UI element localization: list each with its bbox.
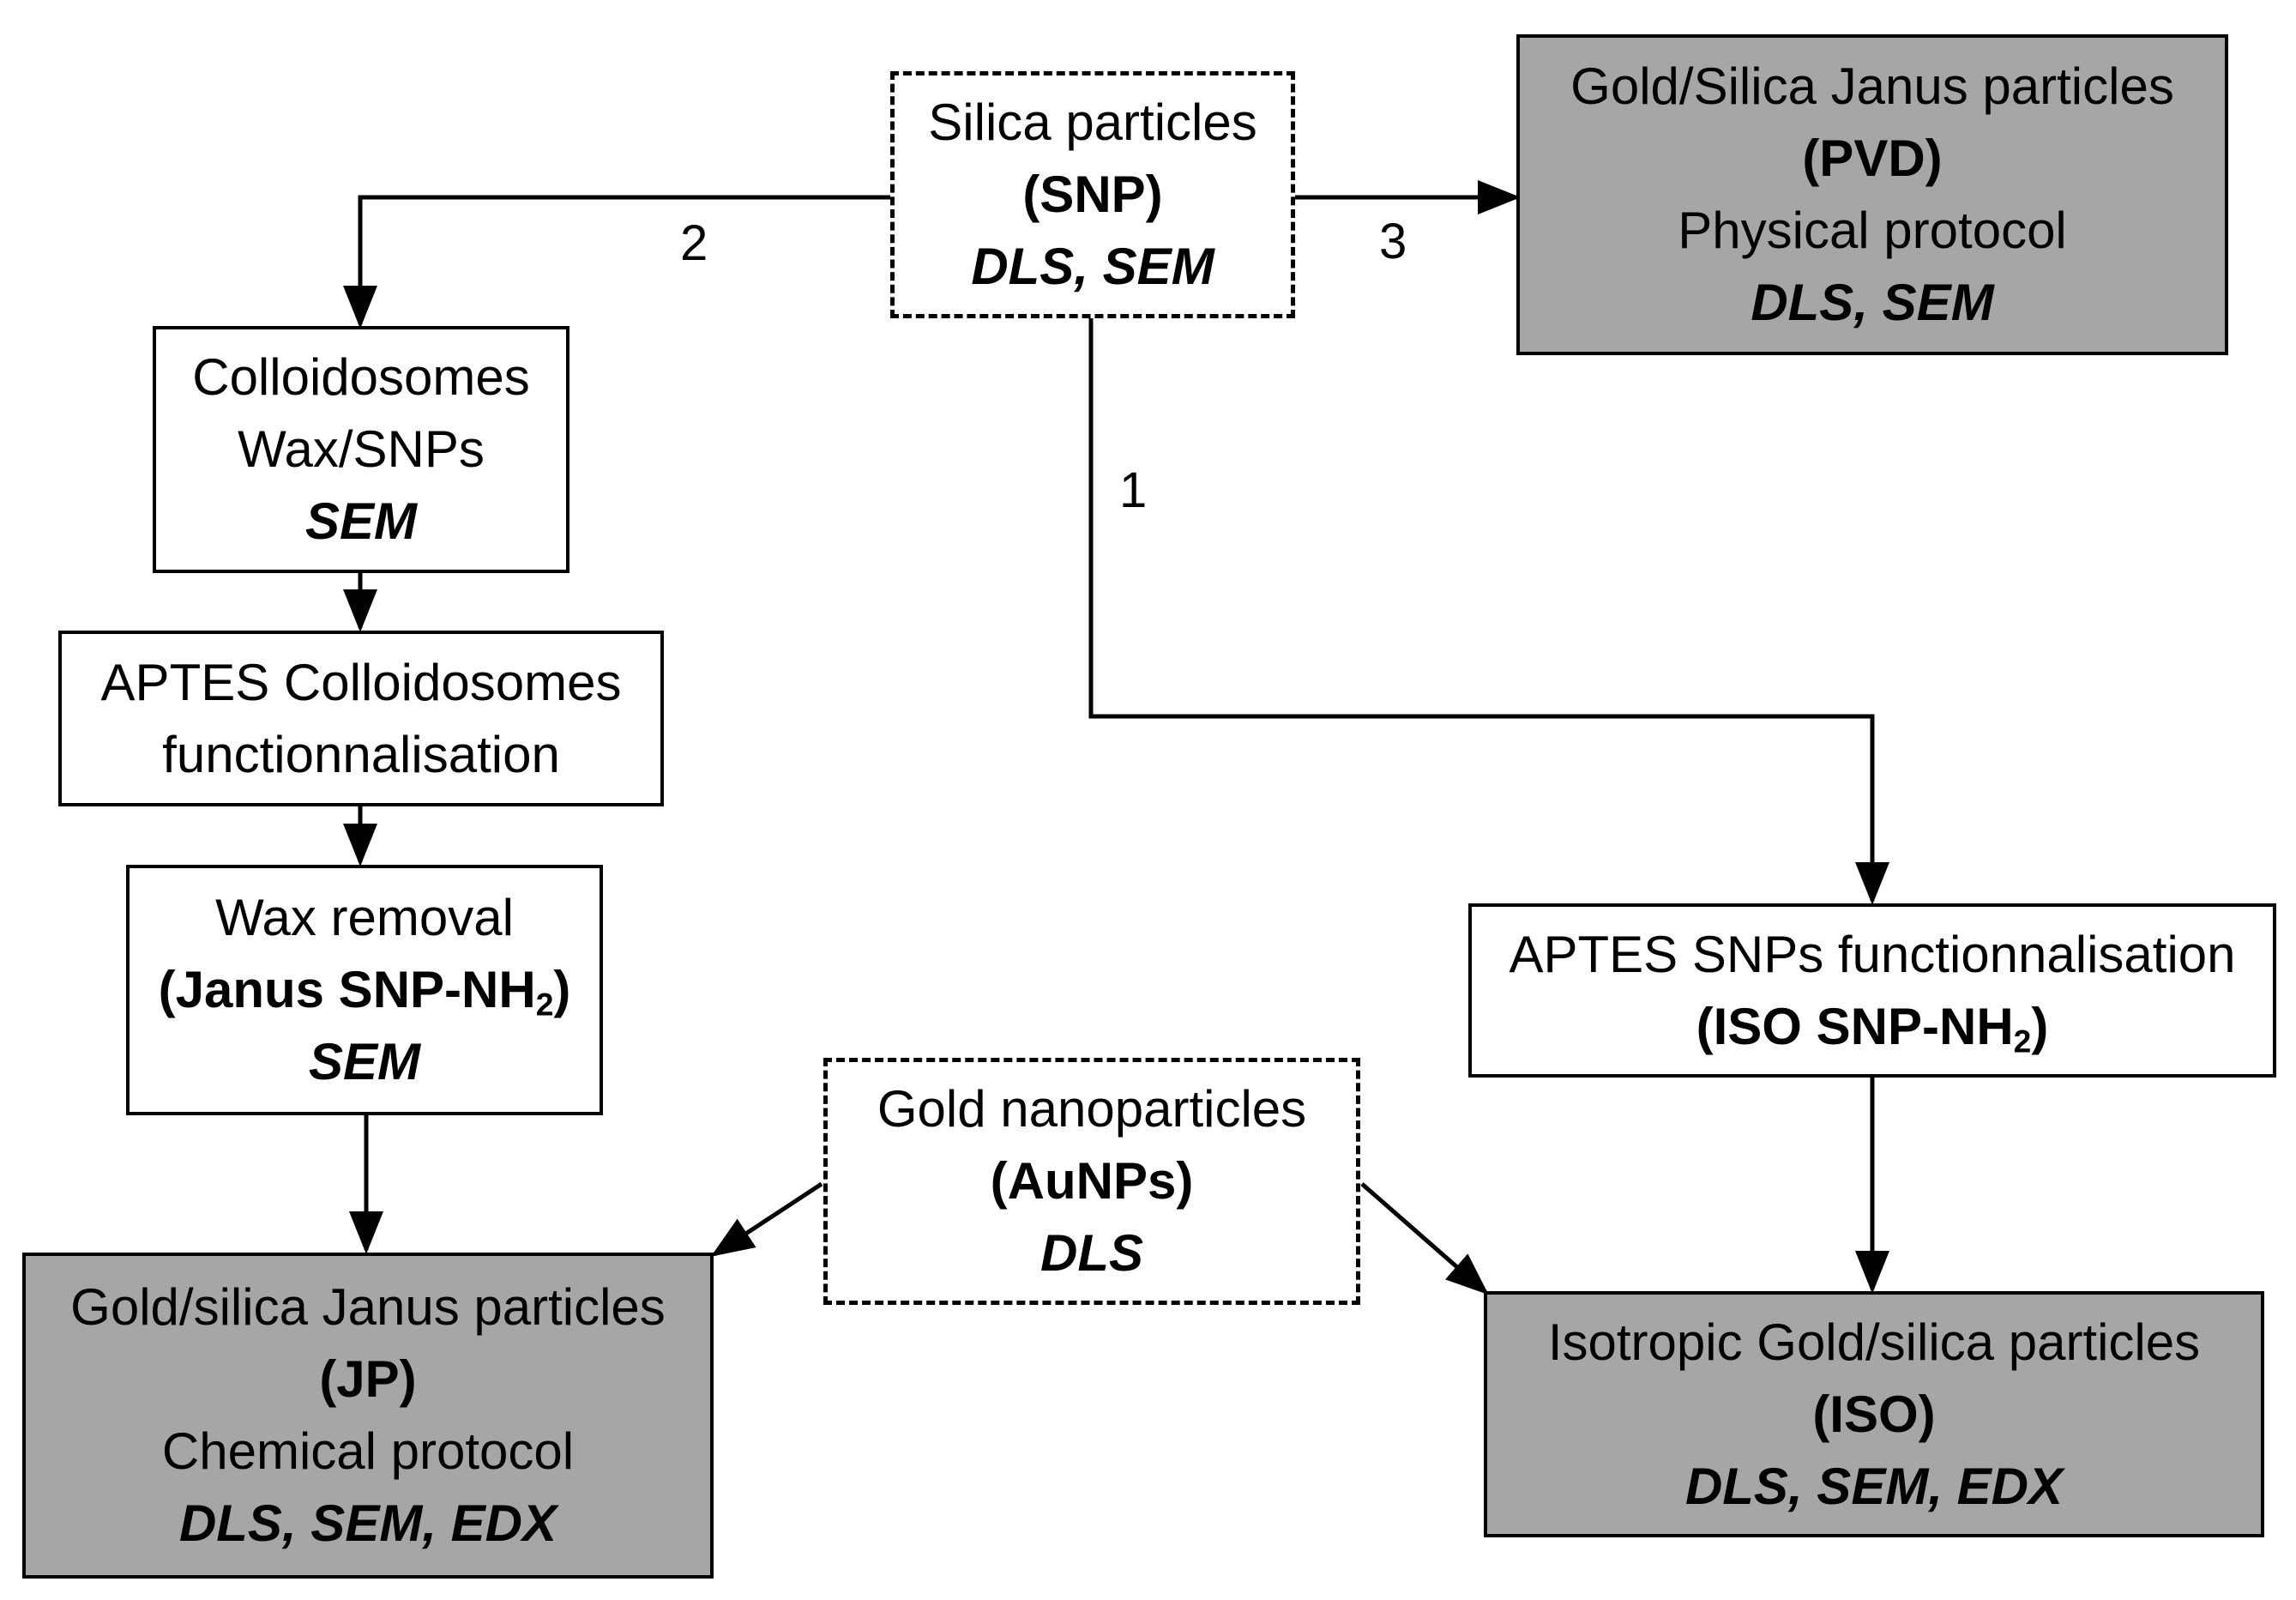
node-pvd-abbrev: (PVD) [1802,130,1943,187]
arrow-aunps-to-iso [1360,1182,1489,1295]
node-wax-removal-abbrev: (Janus SNP-NH2) [158,961,571,1023]
node-iso-methods: DLS, SEM, EDX [1684,1457,2064,1515]
node-pvd-methods: DLS, SEM [1751,274,1994,331]
node-aptes-colloidosomes-line2: functionnalisation [162,725,560,783]
node-jp-title: Gold/silica Janus particles [70,1278,666,1336]
node-aptes-snps-title: APTES SNPs functionnalisation [1509,925,2236,983]
node-silica-abbrev: (SNP) [1022,166,1163,223]
route-label-1: 1 [1119,462,1148,518]
node-colloidosomes-title: Colloidosomes [192,348,530,406]
node-colloidosomes-methods: SEM [304,492,418,550]
node-iso-abbrev: (ISO) [1812,1385,1936,1443]
arrow-silica-to-colloidosomes [343,195,892,329]
node-pvd-title: Gold/Silica Janus particles [1570,57,2174,115]
node-aunps-abbrev: (AuNPs) [990,1152,1194,1210]
arrow-aunps-to-jp [710,1181,823,1257]
node-jp-protocol: Chemical protocol [161,1422,575,1480]
node-gold-silica-janus-pvd: Gold/Silica Janus particles (PVD) Physic… [1516,34,2228,355]
arrow-silica-to-aptes-snps [1088,317,1889,905]
node-wax-removal-methods: SEM [308,1033,421,1090]
route-label-3: 3 [1379,214,1407,269]
node-pvd-protocol: Physical protocol [1678,202,2067,259]
node-aptes-colloidosomes: APTES Colloidosomes functionnalisation [58,631,664,806]
node-colloidosomes-sub: Wax/SNPs [238,420,485,478]
node-aunps-title: Gold nanoparticles [877,1080,1307,1138]
node-iso-title: Isotropic Gold/silica particles [1547,1313,2201,1371]
node-silica-title: Silica particles [928,94,1257,151]
node-silica-methods: DLS, SEM [971,238,1214,295]
node-isotropic: Isotropic Gold/silica particles (ISO) DL… [1484,1291,2264,1537]
node-wax-removal-title: Wax removal [215,889,514,946]
node-jp-methods: DLS, SEM, EDX [178,1494,557,1552]
node-gold-silica-janus-jp: Gold/silica Janus particles (JP) Chemica… [22,1253,714,1579]
node-aunps-methods: DLS [1040,1224,1143,1282]
node-wax-removal: Wax removal (Janus SNP-NH2) SEM [126,865,603,1115]
node-silica-particles: Silica particles (SNP) DLS, SEM [890,71,1295,318]
node-aptes-snps-abbrev: (ISO SNP-NH2) [1696,997,2049,1059]
node-aptes-snps: APTES SNPs functionnalisation (ISO SNP-N… [1468,903,2276,1078]
node-colloidosomes: Colloidosomes Wax/SNPs SEM [153,326,569,573]
node-aptes-colloidosomes-line1: APTES Colloidosomes [100,653,622,711]
node-gold-nanoparticles: Gold nanoparticles (AuNPs) DLS [823,1058,1360,1305]
route-label-2: 2 [680,215,708,271]
node-jp-abbrev: (JP) [319,1350,417,1408]
